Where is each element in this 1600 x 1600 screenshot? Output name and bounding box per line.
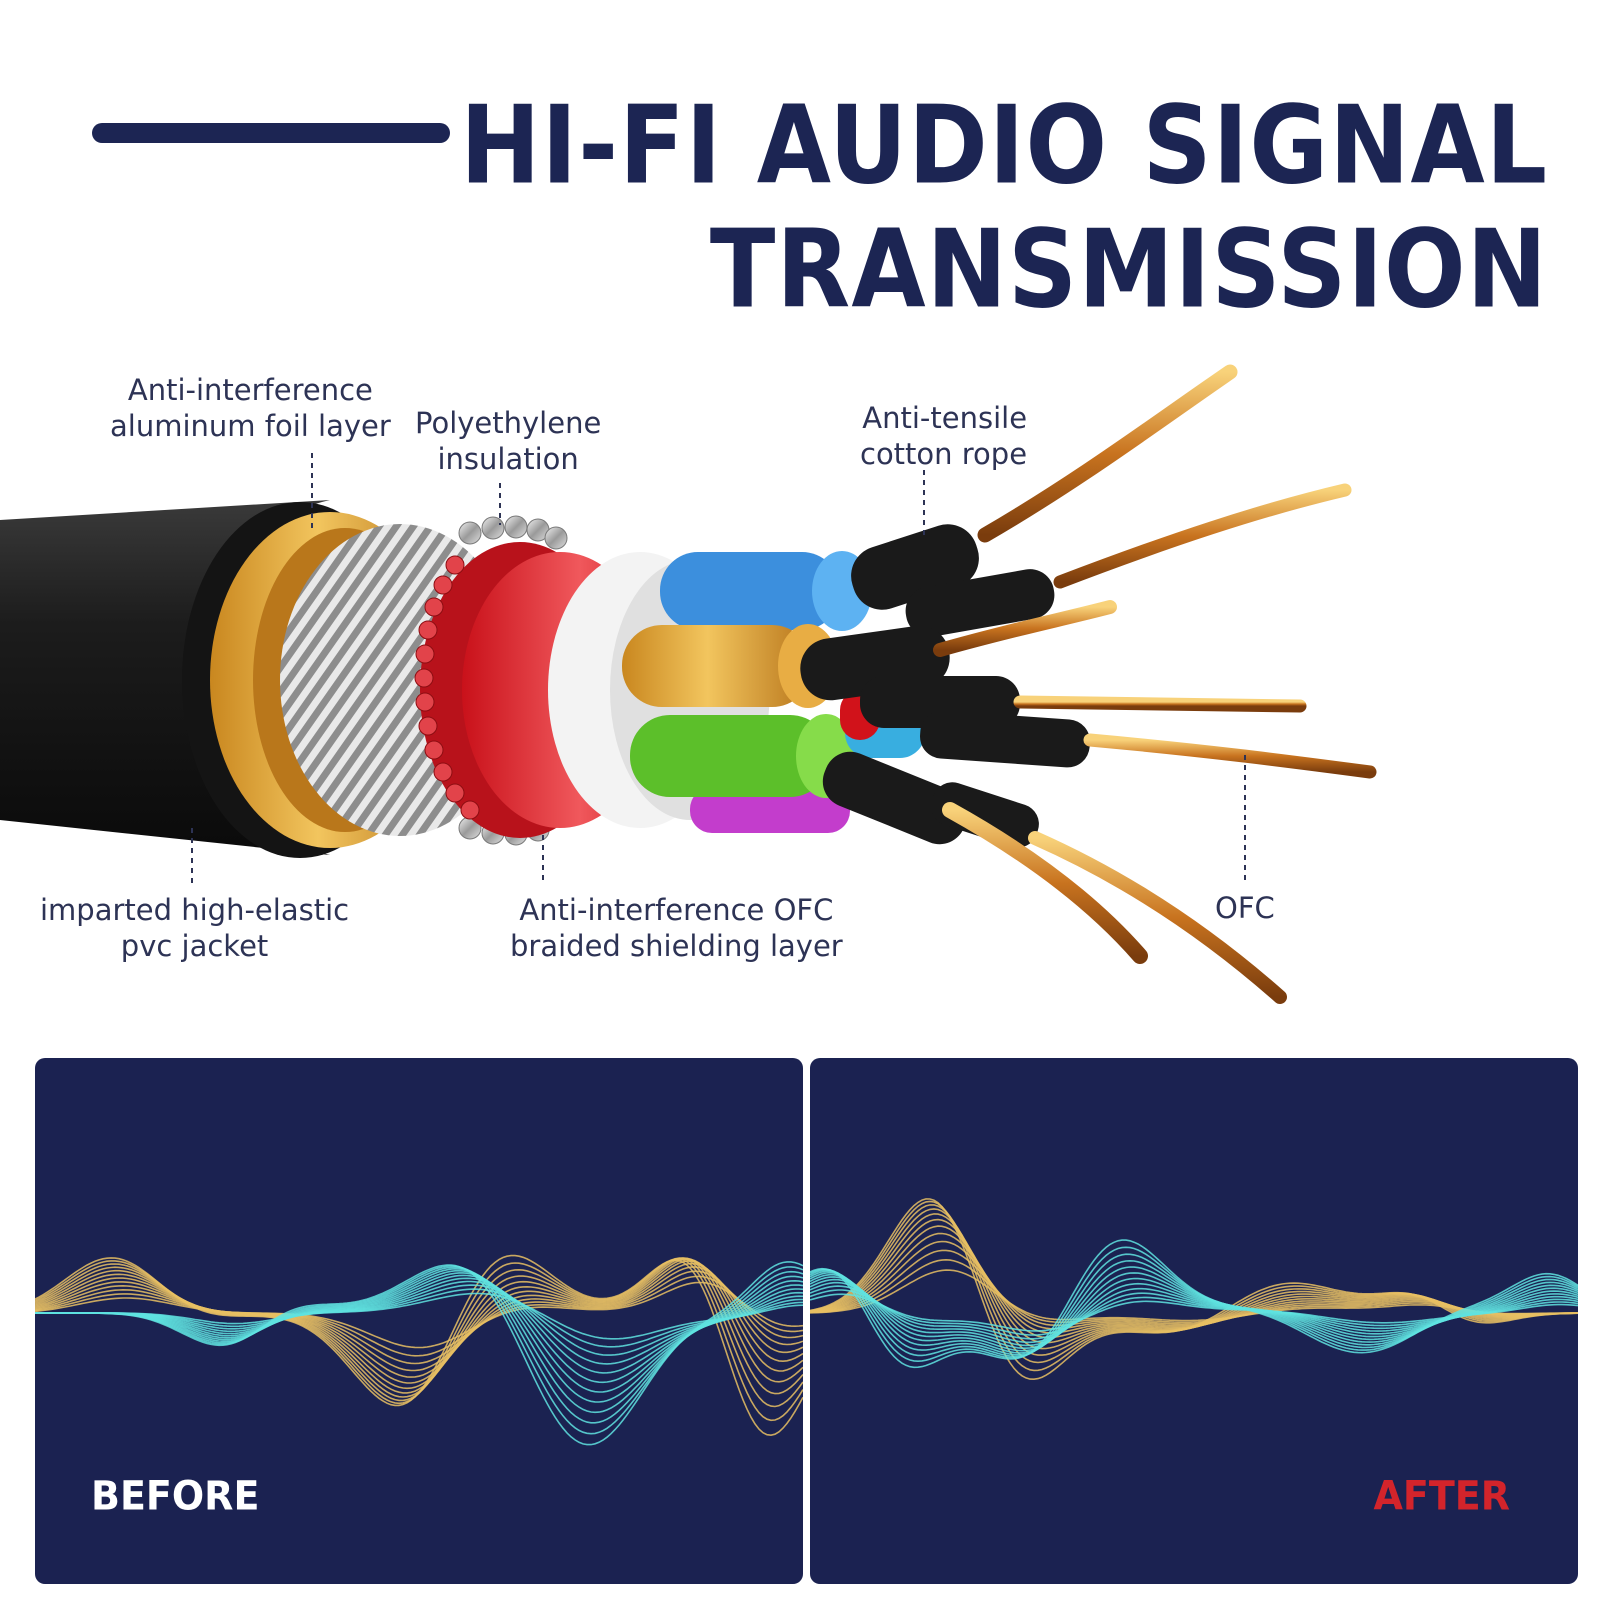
before-waveform bbox=[35, 1254, 803, 1446]
after-panel: AFTER bbox=[810, 1058, 1578, 1584]
cyan-wave-line bbox=[35, 1261, 803, 1446]
gold-wave-line bbox=[35, 1266, 803, 1372]
callout-insulation-line1: Polyethylene bbox=[415, 406, 602, 440]
callout-ofc-line1: OFC bbox=[1215, 891, 1275, 925]
gold-wave-line bbox=[35, 1270, 803, 1365]
cyan-wave-line bbox=[810, 1239, 1578, 1369]
callout-pvc-jacket: imparted high-elastic pvc jacket bbox=[40, 892, 349, 964]
callout-rope-line1: Anti-tensile bbox=[862, 401, 1028, 435]
gold-wave-line bbox=[35, 1281, 803, 1349]
callout-ofc: OFC bbox=[1215, 890, 1275, 926]
cable-cross-section-diagram bbox=[0, 364, 1377, 1004]
callout-braided-shielding-layer: Anti-interference OFC braided shielding … bbox=[510, 892, 843, 964]
callout-cotton-rope: Anti-tensile cotton rope bbox=[860, 400, 1027, 472]
cyan-wave-line bbox=[35, 1269, 803, 1403]
after-waveform bbox=[810, 1198, 1578, 1381]
gold-wave-line bbox=[35, 1262, 803, 1378]
callout-foil-line2: aluminum foil layer bbox=[110, 409, 391, 443]
cyan-wave-line bbox=[810, 1253, 1578, 1358]
before-panel: BEFORE bbox=[35, 1058, 803, 1584]
title-line-2: TRANSMISSION bbox=[709, 207, 1548, 333]
callout-rope-line2: cotton rope bbox=[860, 437, 1028, 471]
before-label: BEFORE bbox=[91, 1472, 260, 1520]
callout-jacket-line1: imparted high-elastic bbox=[40, 893, 350, 927]
gold-wave-line bbox=[35, 1275, 803, 1357]
gold-wave-line bbox=[810, 1204, 1578, 1364]
title-rule bbox=[92, 123, 450, 143]
after-label: AFTER bbox=[1373, 1472, 1510, 1520]
callout-foil-line1: Anti-interference bbox=[127, 373, 373, 407]
gold-wave-line bbox=[35, 1260, 803, 1384]
callout-aluminum-foil-layer: Anti-interference aluminum foil layer bbox=[110, 372, 391, 444]
callout-braid-line1: Anti-interference OFC bbox=[519, 893, 834, 927]
cyan-wave-line bbox=[810, 1246, 1578, 1363]
callout-jacket-line2: pvc jacket bbox=[120, 929, 269, 963]
gold-wave-line bbox=[35, 1258, 803, 1390]
gold-wave-line bbox=[810, 1198, 1578, 1381]
cyan-wave-line bbox=[35, 1274, 803, 1384]
callout-polyethylene-insulation: Polyethylene insulation bbox=[415, 405, 601, 477]
callout-braid-line2: braided shielding layer bbox=[510, 929, 843, 963]
title-line-1: HI-FI AUDIO SIGNAL bbox=[460, 83, 1548, 209]
gold-wave-line bbox=[35, 1254, 803, 1437]
callout-insulation-line2: insulation bbox=[437, 442, 579, 476]
